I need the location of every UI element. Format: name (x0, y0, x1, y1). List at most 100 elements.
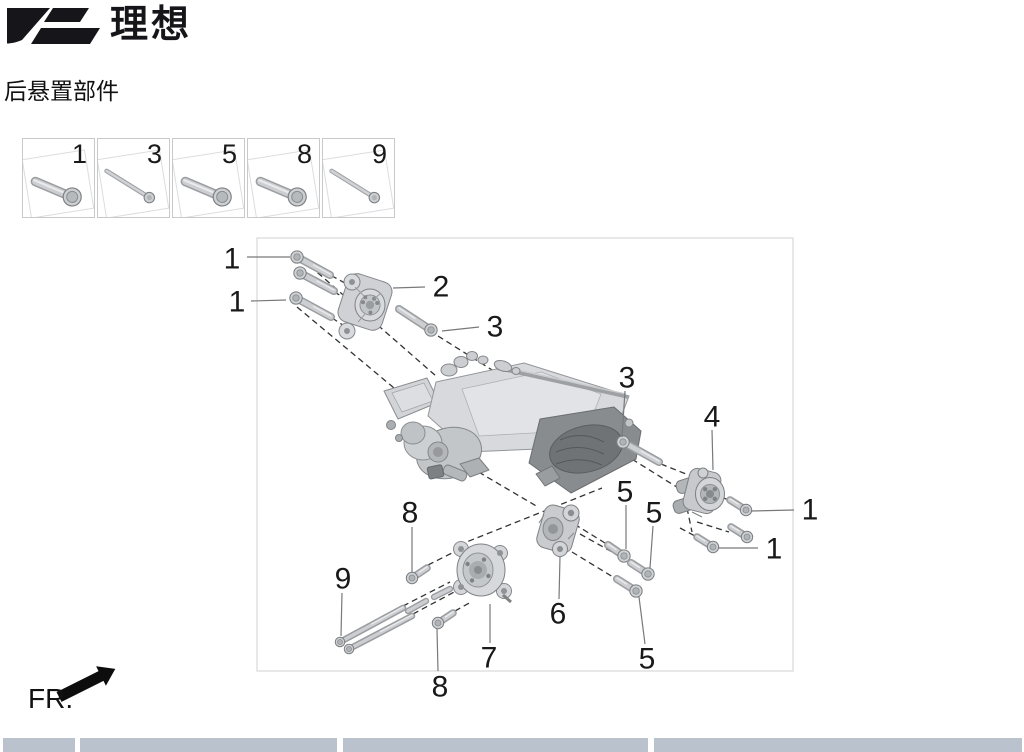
callout-number: 7 (481, 642, 498, 675)
bottom-table-header (0, 738, 1024, 752)
parts-legend: 1 3 5 8 9 (22, 138, 395, 218)
callout-leader-line (436, 628, 439, 672)
callout-leader-line (621, 390, 626, 438)
assembly-dashed-line (597, 437, 689, 495)
front-direction-label: FR. (28, 683, 73, 713)
assembly-dashed-line (696, 521, 730, 533)
assembly-dashed-line (402, 581, 451, 607)
callout-leader-line (250, 299, 287, 302)
callout-number: 1 (802, 494, 819, 527)
bolt (626, 558, 655, 581)
callout-1: 1 (750, 494, 819, 527)
drive-unit-assembly (383, 351, 642, 494)
fastener-bolts (289, 250, 754, 655)
legend-cell-3: 3 (97, 138, 170, 218)
bolt (289, 291, 336, 322)
bolt (290, 250, 335, 280)
assembly-dashed-line (686, 507, 693, 533)
assembly-dashed-line (469, 466, 539, 508)
bolt (727, 523, 754, 544)
callout-number: 3 (487, 311, 504, 344)
part-7-bolt-holes (465, 557, 491, 583)
long-bolt-icon (329, 168, 381, 204)
legend-part-number: 8 (296, 139, 312, 169)
long-bolt-thumbnail (98, 149, 169, 217)
legend-cell-8: 8 (247, 138, 320, 218)
flange-bolt-thumbnail (23, 149, 94, 217)
legend-cell-1: 1 (22, 138, 95, 218)
bolt (693, 533, 720, 554)
callout-number: 5 (639, 643, 656, 676)
bolt (343, 612, 416, 655)
callout-1: 1 (224, 243, 290, 276)
coolant-fittings (440, 351, 521, 377)
assembly-dashed-line (437, 335, 517, 386)
table-header-cell-2 (80, 738, 337, 752)
flange-bolt-icon (255, 176, 307, 207)
bolt (394, 304, 438, 337)
assembly-dashed-line (427, 552, 453, 566)
assembly-dashed-line (679, 527, 696, 537)
flange-bolt-icon (30, 176, 82, 207)
bolt (293, 266, 339, 296)
callout-3: 3 (619, 362, 635, 438)
legend-part-number: 9 (371, 139, 387, 169)
callout-number: 6 (550, 598, 567, 631)
northeast-arrow-icon (56, 666, 116, 702)
callout-3: 3 (441, 311, 504, 344)
li-auto-logo-icon (7, 8, 100, 44)
spacer-sleeve (430, 585, 454, 601)
bolt (616, 435, 664, 467)
flange-bolt-thumbnail (248, 149, 319, 217)
callout-number: 1 (229, 286, 246, 319)
assembly-dashed-line (571, 551, 614, 578)
callout-4: 4 (704, 401, 720, 471)
assembly-dashed-line (565, 518, 606, 544)
callout-5: 5 (617, 476, 633, 549)
callout-leader-line (638, 596, 646, 645)
flange-bolt-thumbnail (173, 149, 244, 217)
legend-cell-5: 5 (172, 138, 245, 218)
bolt (431, 609, 457, 630)
callout-leader-line (392, 286, 426, 289)
legend-part-number: 5 (221, 139, 237, 169)
callout-2: 2 (392, 271, 450, 304)
spacer-sleeve (404, 597, 430, 615)
legend-cell-9: 9 (322, 138, 395, 218)
assembly-dashed-line (458, 487, 603, 546)
bolt (405, 564, 431, 585)
part-7-bracket (453, 541, 512, 604)
table-header-cell-1 (3, 738, 75, 752)
callout-7: 7 (481, 604, 498, 675)
page-title: 后悬置部件 (4, 78, 119, 104)
table-header-cell-3 (343, 738, 648, 752)
table-header-cell-4 (654, 738, 1022, 752)
callout-number: 2 (433, 271, 450, 304)
callout-leader-line (558, 556, 561, 600)
callout-number: 1 (224, 243, 241, 276)
callout-5: 5 (638, 596, 656, 676)
callout-1: 1 (718, 533, 782, 566)
callout-leader-line (649, 525, 654, 569)
legend-part-number: 1 (71, 139, 87, 169)
assembly-dashed-line (454, 601, 472, 612)
bolt (726, 496, 753, 517)
callout-leader-line (441, 326, 480, 332)
legend-part-number: 3 (146, 139, 162, 169)
callout-number: 9 (335, 563, 352, 596)
callout-9: 9 (335, 563, 352, 637)
callout-leader-line (711, 429, 714, 471)
assembly-dashed-line (412, 589, 459, 615)
flange-bolt-icon (180, 176, 232, 207)
header: 理想 (0, 0, 1024, 60)
part-4-mount (672, 467, 725, 518)
callout-8: 8 (402, 497, 418, 572)
diagram-border (256, 237, 794, 672)
callout-5: 5 (646, 497, 662, 569)
callout-leader-line (750, 509, 795, 512)
callout-number: 8 (432, 671, 449, 704)
callout-8: 8 (432, 628, 449, 704)
callout-leader-line (340, 592, 343, 637)
callout-number: 1 (766, 533, 783, 566)
